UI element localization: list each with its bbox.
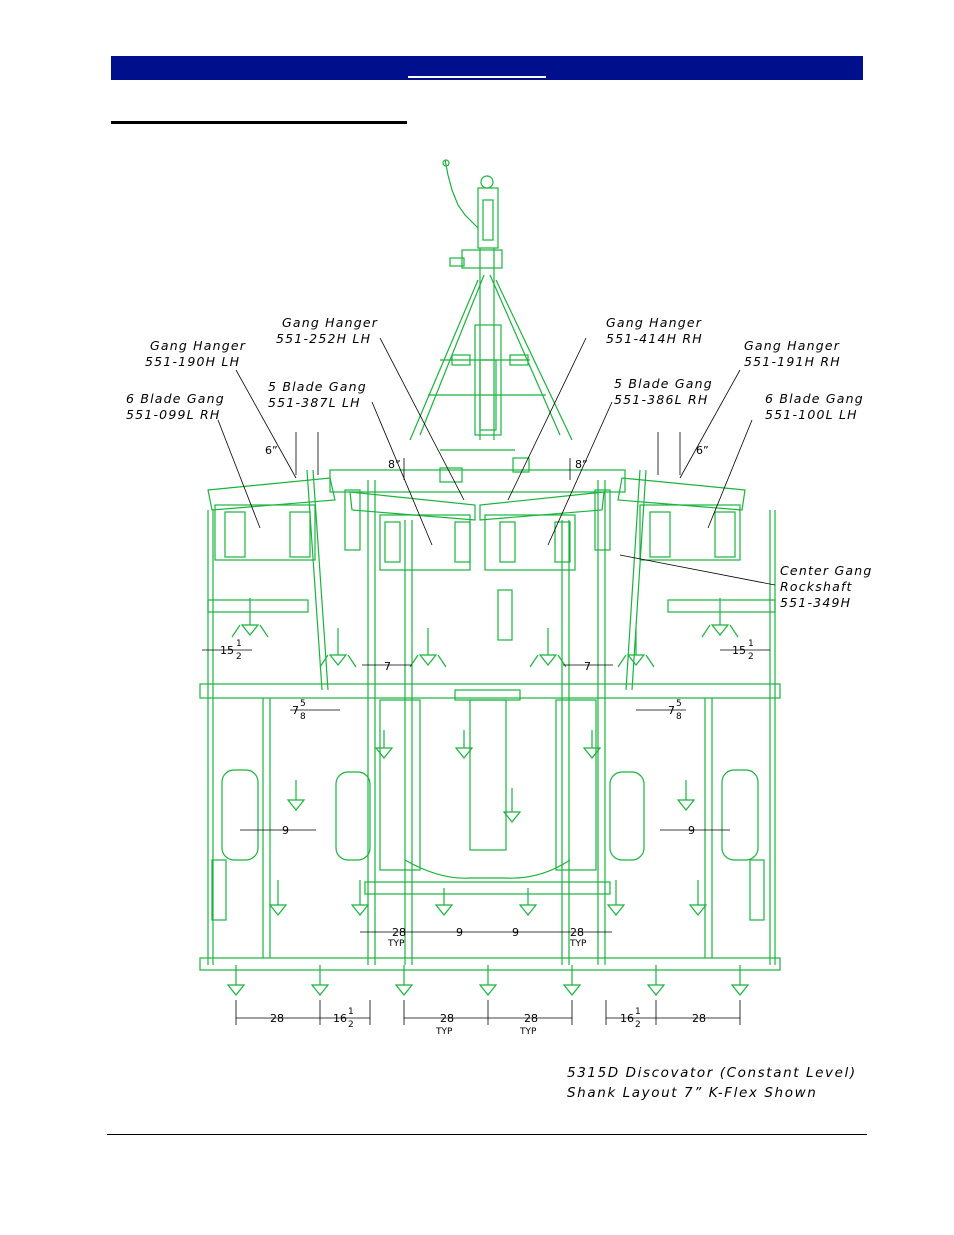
label-gang-hanger-191-line2: 551-191H RH [744, 354, 841, 369]
dim-8in-right: 8” [575, 458, 588, 471]
dim-15-right-num: 1 [748, 639, 754, 649]
section-title-rule [111, 121, 407, 124]
dim-typ-bottom-left: TYP [435, 1027, 453, 1037]
dim-9-mid-b: 9 [512, 926, 519, 939]
dim-7-8-left-den: 8 [300, 712, 306, 722]
dim-28-bottom-center-right: 28 [524, 1012, 538, 1025]
dim-28-bottom-center-left: 28 [440, 1012, 454, 1025]
dim-8in-left: 8” [388, 458, 401, 471]
label-5-blade-386-line2: 551-386L RH [614, 392, 708, 407]
dim-typ-mid-right: TYP [569, 939, 587, 949]
dim-15-right-den: 2 [748, 652, 754, 662]
dim-15-right: 15 [732, 644, 746, 657]
dim-9-left: 9 [282, 824, 289, 837]
dim-6in-left: 6” [265, 444, 278, 457]
shank-rows [226, 598, 750, 996]
dim-typ-bottom-right: TYP [519, 1027, 537, 1037]
leader-lines [217, 337, 776, 586]
caption-line1: 5315D Discovator (Constant Level) [567, 1065, 857, 1081]
dim-16-left: 16 [333, 1012, 347, 1025]
dim-16-right-num: 1 [635, 1007, 641, 1017]
label-6-blade-100-line2: 551-100L LH [765, 407, 858, 422]
dim-9-mid-a: 9 [456, 926, 463, 939]
dim-15-left-den: 2 [236, 652, 242, 662]
dim-7-8-left-num: 5 [300, 699, 306, 709]
dimension-lines [202, 432, 770, 1025]
label-gang-hanger-252-line1: Gang Hanger [282, 315, 378, 330]
dim-16-left-num: 1 [348, 1007, 354, 1017]
label-gang-hanger-414-line2: 551-414H RH [606, 331, 703, 346]
dim-7-8-right: 7 [668, 704, 675, 717]
label-5-blade-387-line1: 5 Blade Gang [268, 379, 367, 394]
dim-28-mid-left: 28 [392, 926, 406, 939]
label-gang-hanger-252-line2: 551-252H LH [276, 331, 371, 346]
dim-15-left-num: 1 [236, 639, 242, 649]
gauge-wheels [211, 769, 765, 921]
dim-7-right: 7 [584, 660, 591, 673]
header-title-underline [408, 76, 546, 78]
label-gang-hanger-190-line2: 551-190H LH [145, 354, 240, 369]
label-5-blade-387-line2: 551-387L LH [268, 395, 361, 410]
label-6-blade-099-line2: 551-099L RH [126, 407, 220, 422]
label-gang-hanger-190-line1: Gang Hanger [150, 338, 246, 353]
caption-line2: Shank Layout 7” K-Flex Shown [567, 1085, 817, 1101]
dim-16-left-den: 2 [348, 1020, 354, 1030]
dim-7-8-left: 7 [292, 704, 299, 717]
dim-16-right-den: 2 [635, 1020, 641, 1030]
main-frame [199, 469, 781, 971]
label-5-blade-386-line1: 5 Blade Gang [614, 376, 713, 391]
label-rockshaft-line1: Center Gang [780, 563, 872, 578]
front-gang-frames [207, 449, 746, 571]
dim-9-right: 9 [688, 824, 695, 837]
label-6-blade-100-line1: 6 Blade Gang [765, 391, 864, 406]
dim-28-bottom-left: 28 [270, 1012, 284, 1025]
label-rockshaft-line3: 551-349H [780, 595, 851, 610]
footer-rule [107, 1134, 867, 1135]
dim-7-8-right-den: 8 [676, 712, 682, 722]
dim-6in-right: 6” [696, 444, 709, 457]
label-6-blade-099-line1: 6 Blade Gang [126, 391, 225, 406]
label-gang-hanger-191-line1: Gang Hanger [744, 338, 840, 353]
dim-7-left: 7 [384, 660, 391, 673]
dim-28-mid-right: 28 [570, 926, 584, 939]
hitch-assembly [409, 159, 573, 441]
label-rockshaft-line2: Rockshaft [780, 579, 853, 594]
dim-16-right: 16 [620, 1012, 634, 1025]
dim-15-left: 15 [220, 644, 234, 657]
dim-28-bottom-right: 28 [692, 1012, 706, 1025]
dim-7-8-right-num: 5 [676, 699, 682, 709]
label-gang-hanger-414-line1: Gang Hanger [606, 315, 702, 330]
dim-typ-mid-left: TYP [387, 939, 405, 949]
